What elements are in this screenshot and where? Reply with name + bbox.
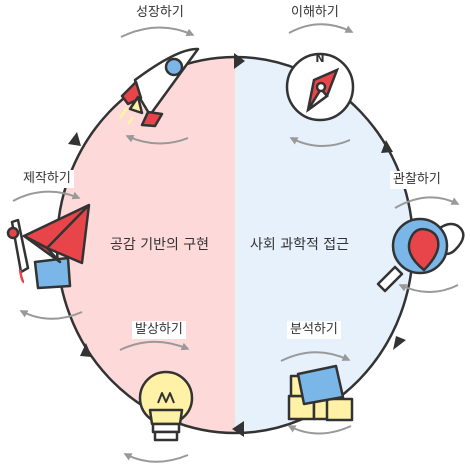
right-half-label: 사회 과학적 접근 — [250, 237, 350, 253]
right-half-fill — [235, 57, 413, 433]
blocks-icon — [287, 364, 354, 422]
stage-label-understand: 이해하기 — [288, 4, 342, 22]
left-half-fill — [57, 57, 235, 433]
compass-icon — [285, 52, 355, 122]
cycle-mini-arrows — [12, 23, 460, 463]
ring-direction-arrows — [68, 53, 406, 437]
stage-label-observe: 관찰하기 — [390, 171, 444, 189]
paper-plane-icon — [6, 203, 91, 290]
stage-label-analyze: 분석하기 — [287, 321, 341, 339]
rocket-icon — [118, 47, 200, 128]
stage-label-ideate: 발상하기 — [132, 321, 186, 339]
stage-label-grow: 성장하기 — [133, 4, 187, 22]
lightbulb-icon — [138, 370, 194, 442]
magnifier-icon — [376, 217, 465, 293]
left-half-label: 공감 기반의 구현 — [110, 237, 210, 253]
compass-north-letter: N — [315, 52, 324, 65]
stage-label-make: 제작하기 — [20, 170, 74, 188]
